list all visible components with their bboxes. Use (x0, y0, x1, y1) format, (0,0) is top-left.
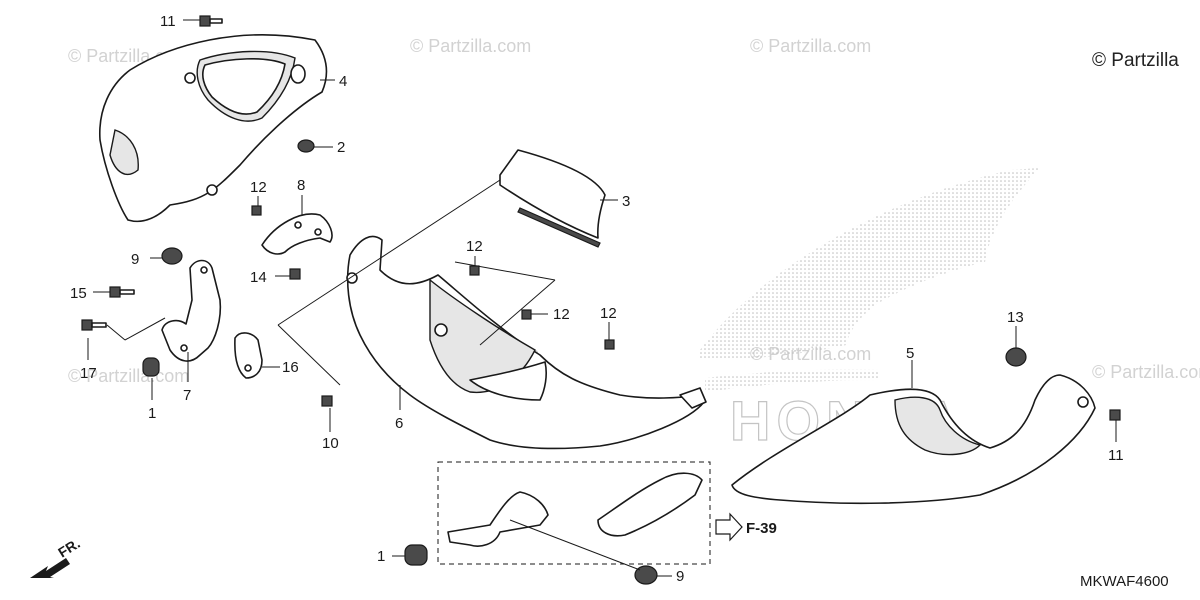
callout-label[interactable]: 12 (553, 306, 570, 323)
callout-label[interactable]: 8 (297, 177, 305, 194)
callout-label[interactable]: 6 (395, 415, 403, 432)
callout-label[interactable]: 4 (339, 73, 347, 90)
callout-label[interactable]: 3 (622, 193, 630, 210)
callout-label[interactable]: 16 (282, 359, 299, 376)
screw-icon[interactable] (469, 265, 480, 276)
part-bracket-16[interactable] (234, 332, 263, 379)
callout-label[interactable]: 13 (1007, 309, 1024, 326)
callout-label[interactable]: 14 (250, 269, 267, 286)
reference-subassembly[interactable] (437, 461, 711, 571)
part-lower-cowl[interactable] (346, 235, 707, 450)
bolt-icon[interactable] (109, 286, 135, 298)
watermark-text: © Partzilla.com (750, 36, 871, 56)
screw-icon[interactable] (321, 395, 333, 407)
part-bracket-8[interactable] (261, 213, 333, 255)
front-arrow-icon (30, 558, 70, 578)
callout-label[interactable]: 12 (600, 305, 617, 322)
reference-label: F-39 (746, 520, 777, 537)
screw-icon[interactable] (604, 339, 615, 350)
front-label: FR. (55, 535, 83, 561)
bolt-icon[interactable] (1109, 409, 1121, 421)
bolt-icon[interactable] (199, 15, 223, 27)
part-upper-inner-cover[interactable] (99, 34, 328, 223)
grommet-icon[interactable] (142, 357, 160, 377)
callout-label[interactable]: 1 (377, 548, 385, 565)
front-indicator: FR. (30, 535, 83, 578)
callout-label[interactable]: 7 (183, 387, 191, 404)
callout-label[interactable]: 1 (148, 405, 156, 422)
clip-icon[interactable] (297, 139, 315, 153)
callout-label[interactable]: 12 (466, 238, 483, 255)
callout-label[interactable]: 2 (337, 139, 345, 156)
callout-label[interactable]: 9 (131, 251, 139, 268)
callout-label[interactable]: 11 (1108, 447, 1124, 464)
watermark-text: © Partzilla.com (410, 36, 531, 56)
nut-icon[interactable] (1005, 347, 1027, 367)
callout-label[interactable]: 12 (250, 179, 267, 196)
bolt-icon[interactable] (81, 319, 107, 331)
callout-label[interactable]: 11 (160, 13, 176, 30)
grommet-icon[interactable] (161, 247, 183, 265)
watermark-text: © Partzilla.com (1092, 362, 1200, 382)
grommet-icon[interactable] (404, 544, 428, 566)
callout-label[interactable]: 17 (80, 365, 97, 382)
screw-icon[interactable] (251, 205, 262, 216)
watermark-main-text: © Partzilla (1092, 50, 1179, 71)
part-side-cover[interactable] (731, 374, 1096, 505)
part-bracket-7[interactable] (161, 259, 222, 362)
grommet-icon[interactable] (634, 565, 658, 585)
reference-arrow[interactable]: F-39 (715, 512, 777, 542)
watermarks: © Partzilla.com © Partzilla.com © Partzi… (68, 36, 1200, 386)
part-upper-strip[interactable] (499, 149, 606, 248)
callout-label[interactable]: 15 (70, 285, 87, 302)
diagram-code: MKWAF4600 (1080, 573, 1169, 590)
fasteners (81, 15, 1121, 585)
leader-lines (87, 19, 1117, 577)
callout-label[interactable]: 9 (676, 568, 684, 585)
callout-label[interactable]: 5 (906, 345, 914, 362)
callout-label[interactable]: 10 (322, 435, 339, 452)
screw-icon[interactable] (521, 309, 532, 320)
bolt-icon[interactable] (289, 268, 301, 280)
callout-numbers: 11 4 2 12 8 3 9 15 14 12 17 12 12 16 1 7… (70, 13, 1124, 585)
